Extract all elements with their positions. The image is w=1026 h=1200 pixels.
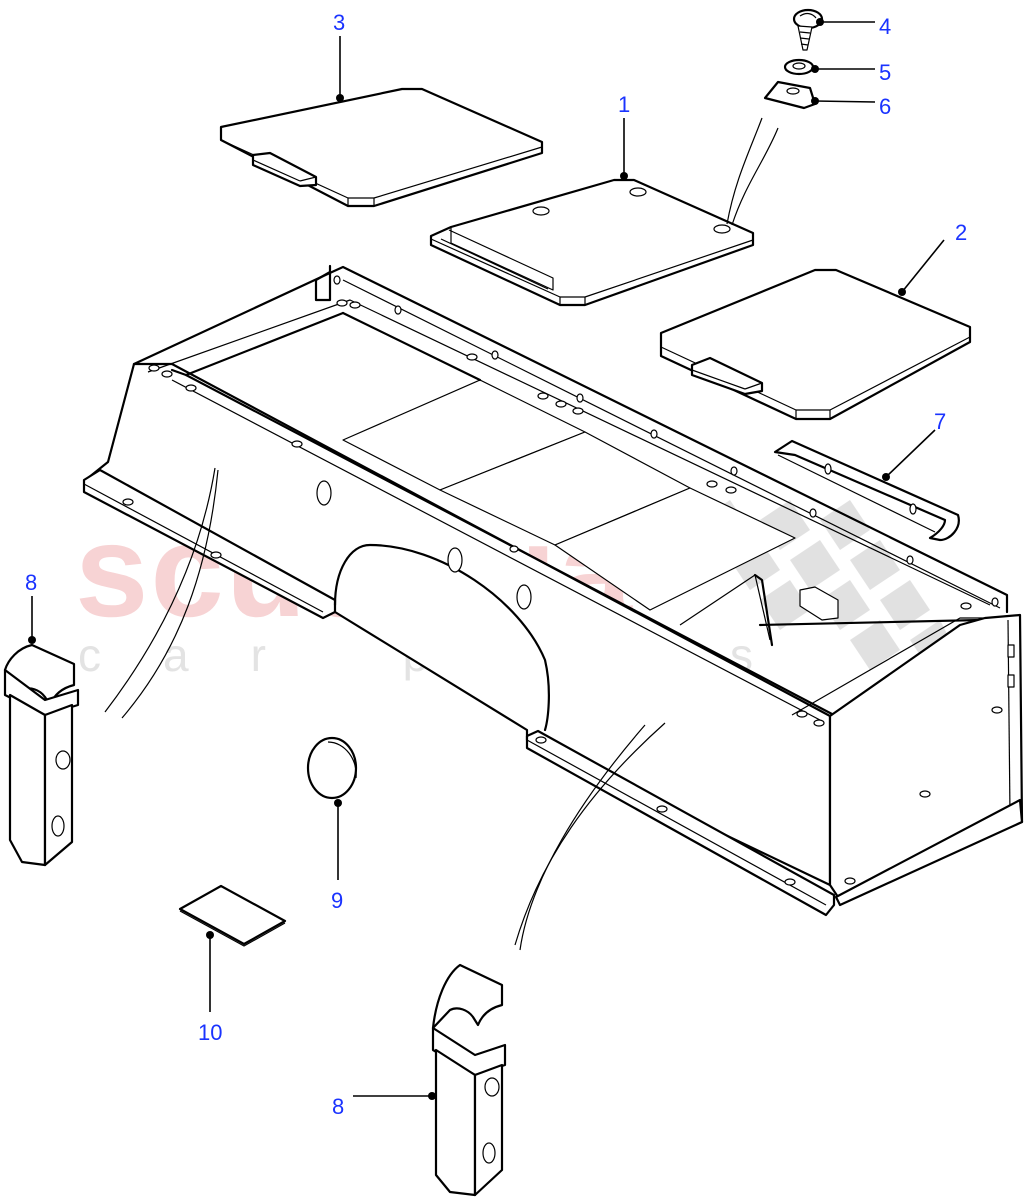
callout-9[interactable]: 9 — [331, 888, 344, 913]
centre-cover-panel — [429, 117, 779, 307]
callout-1[interactable]: 1 — [618, 92, 631, 117]
left-cover-panel — [219, 87, 544, 208]
callout-3[interactable]: 3 — [333, 10, 346, 35]
callout-6[interactable]: 6 — [879, 94, 892, 119]
right-cover-panel — [659, 268, 972, 421]
callout-5[interactable]: 5 — [879, 60, 892, 85]
callout-8-left[interactable]: 8 — [25, 570, 38, 595]
leader-lines — [28, 18, 945, 1100]
assembly-lines — [104, 467, 666, 951]
latch-left — [3, 643, 80, 867]
blanking-plug — [306, 736, 358, 800]
screw-part — [792, 8, 824, 51]
callout-7[interactable]: 7 — [934, 409, 947, 434]
channel-strip — [773, 439, 960, 542]
clip-nut-part — [763, 80, 817, 110]
callout-10[interactable]: 10 — [198, 1020, 223, 1045]
latch-lower — [431, 963, 507, 1197]
callout-8-lower[interactable]: 8 — [332, 1094, 345, 1119]
pad — [178, 884, 287, 947]
callout-4[interactable]: 4 — [879, 14, 892, 39]
callout-2[interactable]: 2 — [955, 220, 968, 245]
washer-part — [783, 58, 815, 76]
